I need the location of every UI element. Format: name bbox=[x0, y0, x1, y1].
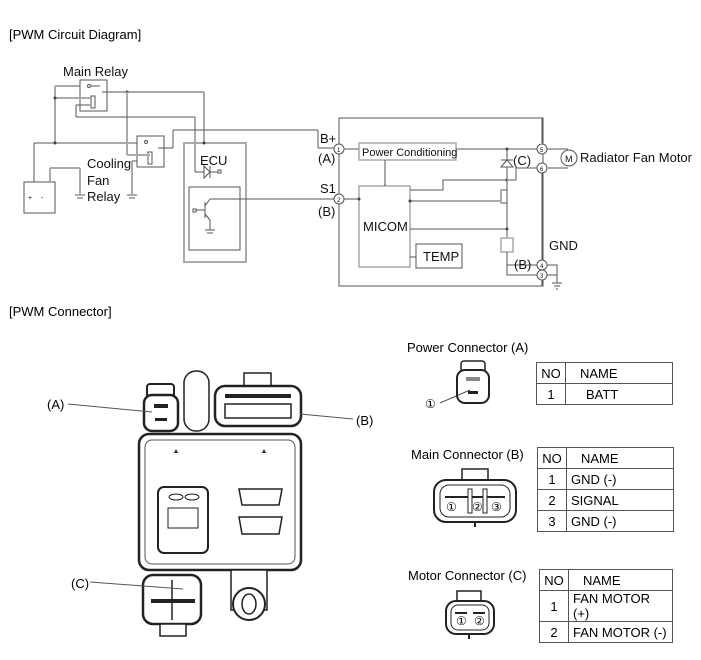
b-plus-label: B+ bbox=[320, 131, 336, 146]
shunt-box bbox=[500, 237, 514, 253]
temp-label: TEMP bbox=[423, 249, 459, 264]
mosfet-icon bbox=[500, 189, 508, 204]
diode-icon bbox=[195, 164, 222, 180]
pin-name: SIGNAL bbox=[566, 489, 674, 511]
pin-4: 4 bbox=[536, 259, 548, 271]
micom-label: MICOM bbox=[363, 219, 408, 234]
main-pin-2-marker: ② bbox=[472, 500, 483, 514]
micom-box bbox=[358, 185, 411, 268]
header-no: NO bbox=[539, 569, 569, 591]
svg-text:3: 3 bbox=[540, 274, 544, 280]
header-name: NAME bbox=[566, 447, 674, 469]
header-no: NO bbox=[536, 362, 566, 384]
radiator-fan-motor-label: Radiator Fan Motor bbox=[580, 150, 693, 165]
cooling-fan-relay bbox=[136, 135, 165, 168]
a-label: (A) bbox=[318, 151, 335, 166]
diode-icon bbox=[499, 159, 515, 168]
header-name: NAME bbox=[568, 569, 673, 591]
photo-label-a: (A) bbox=[47, 397, 65, 412]
power-conditioning-label: Power Conditioning bbox=[362, 147, 457, 159]
gnd-label: GND bbox=[549, 238, 578, 253]
pin-no: 2 bbox=[539, 621, 569, 643]
transistor-icon bbox=[192, 198, 215, 234]
pin-no: 1 bbox=[537, 468, 567, 490]
ground-icon bbox=[75, 194, 85, 199]
main-relay bbox=[79, 79, 108, 112]
pin-name: GND (-) bbox=[566, 510, 674, 532]
b-gnd-label: (B) bbox=[514, 257, 531, 272]
battery bbox=[23, 181, 56, 214]
pin-1: 1 bbox=[333, 143, 345, 155]
header-no: NO bbox=[537, 447, 567, 469]
cooling-fan-relay-label-1: Cooling bbox=[87, 156, 131, 171]
photo-label-b: (B) bbox=[356, 413, 374, 428]
pin-no: 1 bbox=[536, 383, 566, 405]
connector-heading: [PWM Connector] bbox=[9, 304, 112, 319]
temp-box bbox=[415, 243, 463, 269]
pin-name: GND (-) bbox=[566, 468, 674, 490]
motor-icon: M bbox=[560, 149, 578, 167]
mounting-bracket bbox=[230, 569, 268, 621]
b-label: (B) bbox=[318, 204, 335, 219]
pin-name: FAN MOTOR (-) bbox=[568, 621, 673, 643]
power-conditioning-box bbox=[358, 142, 457, 161]
motor-connector-title: Motor Connector (C) bbox=[408, 568, 527, 583]
svg-text:2: 2 bbox=[337, 198, 341, 204]
cooling-fan-relay-label-2: Fan bbox=[87, 173, 109, 188]
photo-label-c: (C) bbox=[71, 576, 90, 591]
pin-no: 1 bbox=[539, 590, 569, 622]
svg-text:5: 5 bbox=[540, 148, 544, 154]
battery-plus-label: + bbox=[28, 195, 32, 202]
pin-6: 6 bbox=[536, 162, 548, 174]
pwm-module-body bbox=[137, 432, 303, 572]
main-relay-label: Main Relay bbox=[63, 64, 129, 79]
connector-b-drawing bbox=[213, 372, 303, 428]
svg-text:1: 1 bbox=[337, 148, 341, 154]
svg-text:6: 6 bbox=[540, 167, 544, 173]
pin-name: BATT bbox=[565, 383, 673, 405]
main-connector-title: Main Connector (B) bbox=[411, 447, 524, 462]
motor-pin-1-marker: ① bbox=[456, 614, 467, 628]
pin-3: 3 bbox=[536, 269, 548, 281]
main-pin-1-marker: ① bbox=[446, 500, 457, 514]
pin-no: 3 bbox=[537, 510, 567, 532]
pin-2: 2 bbox=[333, 193, 345, 205]
battery-minus-label: - bbox=[41, 195, 44, 202]
svg-text:4: 4 bbox=[540, 264, 544, 270]
motor-pin-2-marker: ② bbox=[474, 614, 485, 628]
pin-5: 5 bbox=[536, 143, 548, 155]
main-pin-3-marker: ③ bbox=[491, 500, 502, 514]
c-label: (C) bbox=[513, 153, 531, 168]
pin-name: FAN MOTOR (+) bbox=[568, 590, 673, 622]
pin-no: 2 bbox=[537, 489, 567, 511]
header-name: NAME bbox=[565, 362, 673, 384]
ground-icon bbox=[127, 194, 137, 199]
s1-label: S1 bbox=[320, 181, 336, 196]
circuit-diagram-heading: [PWM Circuit Diagram] bbox=[9, 27, 142, 42]
connector-c-drawing bbox=[141, 573, 203, 637]
pwm-circuit-diagram: Main Relay + - Cooling Fan Relay bbox=[23, 64, 693, 290]
svg-text:M: M bbox=[565, 154, 573, 164]
ecu-box bbox=[183, 142, 247, 263]
ecu-label: ECU bbox=[200, 153, 227, 168]
ground-icon bbox=[552, 282, 562, 290]
connector-a-drawing bbox=[142, 383, 180, 433]
power-connector-title: Power Connector (A) bbox=[407, 340, 529, 355]
cooling-fan-relay-label-3: Relay bbox=[87, 189, 121, 204]
power-pin-1-marker: ① bbox=[425, 397, 436, 411]
